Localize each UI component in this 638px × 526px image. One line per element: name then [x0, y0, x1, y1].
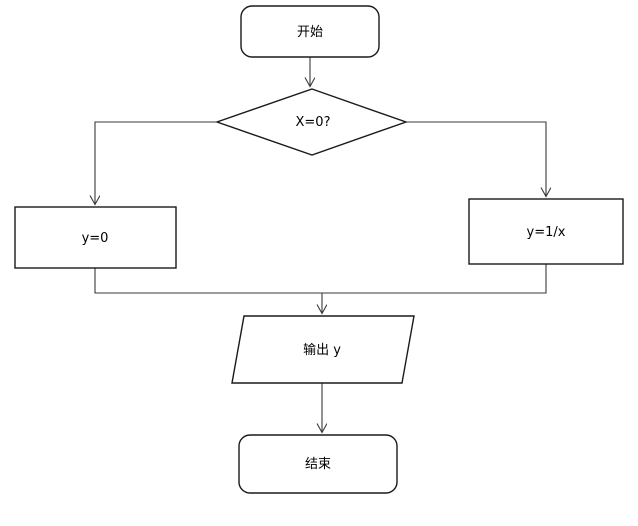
edge-process-left-to-merge — [94, 268, 322, 294]
edge-decision-to-process-left — [95, 121, 217, 204]
node-end: 结束 — [238, 434, 398, 494]
decision-label: X=0? — [296, 115, 331, 130]
start-label: 开始 — [297, 25, 323, 40]
node-start: 开始 — [240, 5, 380, 58]
process-y-zero-shape — [14, 206, 177, 269]
edge-process-right-to-merge — [322, 264, 547, 294]
output-label: 输出 y — [303, 342, 341, 358]
edge-decision-to-process-right — [406, 121, 546, 196]
node-process-y-inv: y=1/x — [468, 198, 624, 265]
node-decision: X=0? — [214, 88, 409, 156]
decision-diamond-shape — [214, 88, 409, 156]
process-y-inv-shape — [468, 198, 624, 265]
node-output: 输出 y — [231, 315, 415, 384]
process-y-zero-label: y=0 — [82, 231, 109, 246]
output-parallelogram-shape — [231, 315, 415, 384]
end-label: 结束 — [305, 457, 331, 472]
start-terminator-shape — [240, 5, 380, 58]
process-y-inv-label: y=1/x — [527, 225, 566, 240]
end-terminator-shape — [238, 434, 398, 494]
node-process-y-zero: y=0 — [14, 206, 177, 269]
